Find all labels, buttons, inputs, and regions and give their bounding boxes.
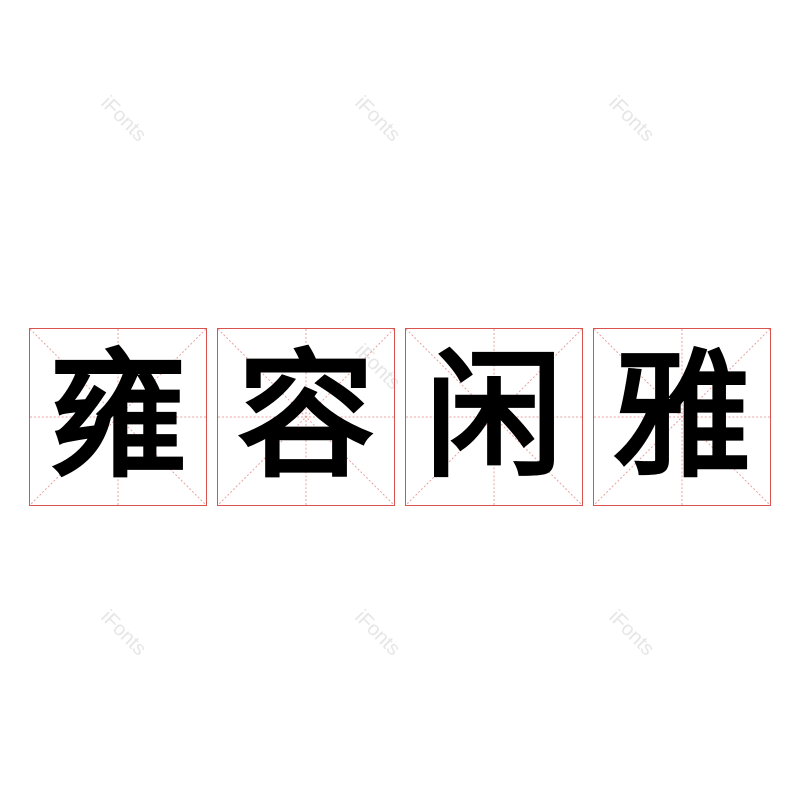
character-glyph: 雅 bbox=[612, 336, 751, 497]
character-glyph: 闲 bbox=[424, 336, 563, 497]
watermark: iFonts bbox=[350, 606, 405, 661]
watermark: iFonts bbox=[350, 92, 405, 147]
character-glyph: 容 bbox=[236, 336, 375, 497]
character-cell-3: 闲 bbox=[405, 328, 583, 506]
grid-lines bbox=[406, 329, 582, 505]
watermark: iFonts bbox=[604, 606, 659, 661]
grid-lines bbox=[594, 329, 770, 505]
character-cell-4: 雅 bbox=[593, 328, 771, 506]
character-cell-2: 容 bbox=[217, 328, 395, 506]
watermark: iFonts bbox=[96, 606, 151, 661]
grid-lines bbox=[218, 329, 394, 505]
character-cell-1: 雍 bbox=[29, 328, 207, 506]
character-glyph: 雍 bbox=[48, 336, 187, 497]
watermark: iFonts bbox=[96, 92, 151, 147]
grid-lines bbox=[30, 329, 206, 505]
watermark: iFonts bbox=[604, 92, 659, 147]
